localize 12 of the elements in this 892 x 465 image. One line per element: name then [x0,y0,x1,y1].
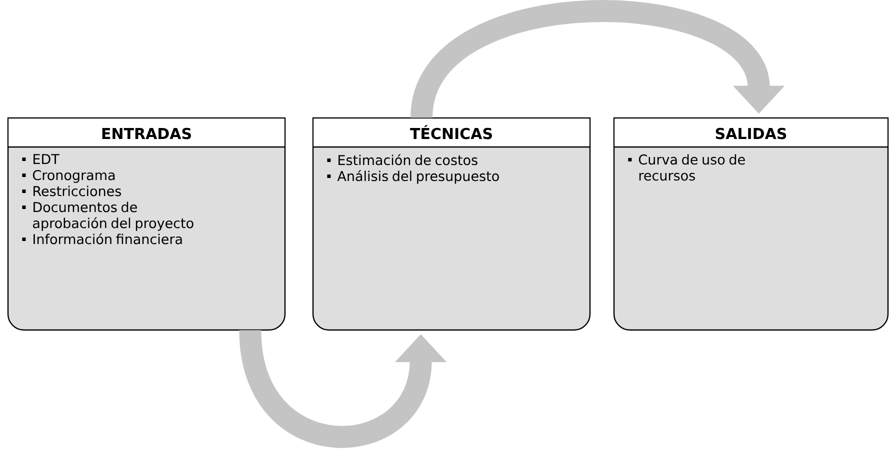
bullet-item: Información financiera [22,233,182,244]
box-heading: SALIDAS [716,128,786,140]
bullet-item: Estimación de costos [327,154,478,166]
curved-arrow [410,0,785,120]
bullet-item: Documentos de aprobación del proyecto [22,202,194,231]
box-heading: ENTRADAS [102,128,191,140]
bullet-item: Restricciones [22,186,122,196]
bullet-item: Curva de uso de recursos [628,154,745,181]
box-heading: TÉCNICAS [410,125,492,140]
bullet-item: Análisis del presupuesto [327,170,499,184]
bullet-item: EDT [22,154,60,164]
bullet-item: Cronograma [22,170,115,183]
